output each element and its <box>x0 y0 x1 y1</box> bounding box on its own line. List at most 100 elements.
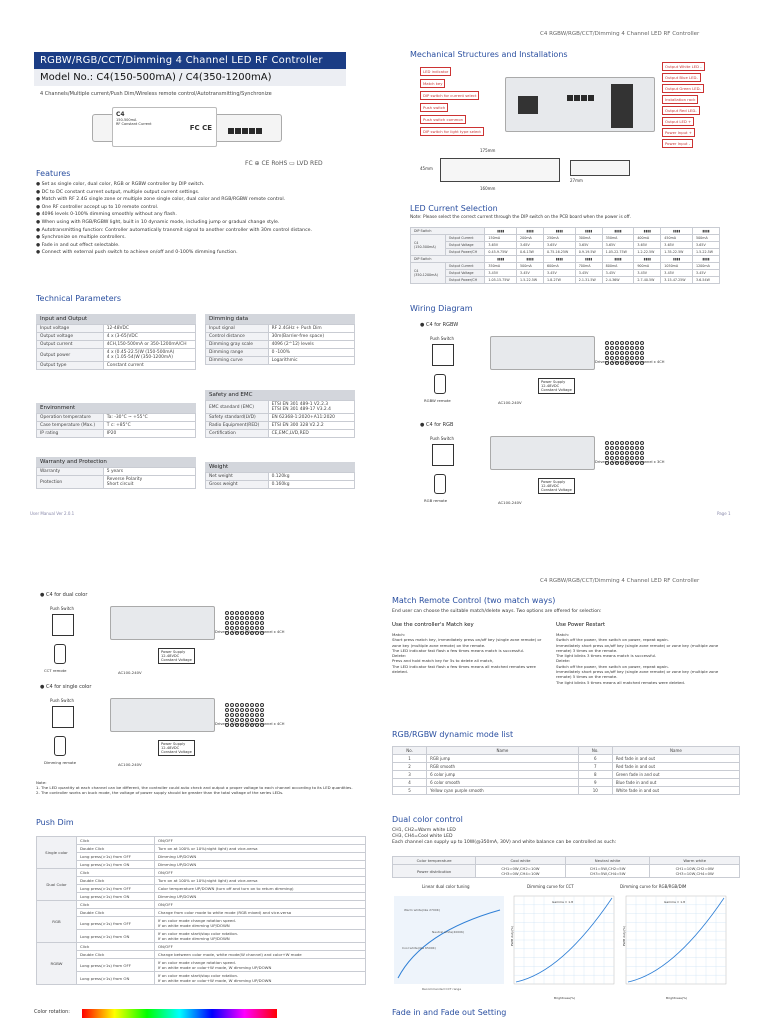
dimming-curves: Linear dual color tuning Dimming curve f… <box>392 884 740 1006</box>
power-restart-title: Use Power Restart <box>556 622 606 628</box>
column-header: Cool white <box>475 856 566 865</box>
current-cell: 3-45V <box>543 269 576 277</box>
current-cell: 0.45-9.75W <box>484 248 518 256</box>
mechanical-title: Mechanical Structures and Installations <box>410 50 568 59</box>
dip-pattern: ▮▮▮▮ <box>691 227 721 235</box>
table-cell: 6 <box>577 754 613 763</box>
power-supply-label: Power Supply 12-48VDC Constant Voltage <box>158 740 195 756</box>
current-cell: 0.9-19.5W <box>574 248 603 256</box>
wiring-title: ● C4 for RGBW <box>420 322 459 328</box>
dip-pattern: ▮▮▮▮ <box>516 255 545 263</box>
recommended-label: Recommended CCT range <box>422 987 462 991</box>
table-cell: 6 color smooth <box>426 778 579 787</box>
rgb-dimming-chart <box>625 895 727 985</box>
table-cell: 8 <box>577 770 613 779</box>
table-cell: Red fade in and out <box>611 754 741 763</box>
param-value: 4 x (3-65)VDC <box>102 332 197 341</box>
param-name: IP rating <box>36 429 104 438</box>
mech-label-left: DIP switch for light type select <box>420 127 484 136</box>
power-supply-label: Power Supply 12-48VDC Constant Voltage <box>158 648 195 664</box>
current-cell: 3-45V <box>691 269 721 277</box>
remote-icon <box>434 374 446 394</box>
current-cell: Output Power/CH <box>444 276 486 284</box>
feature-item: ● Match with RF 2.4G single zone or mult… <box>36 197 286 203</box>
current-cell: 1.8-27W <box>543 276 576 284</box>
action-cell: Double Click <box>76 876 155 885</box>
param-name: Dimming gray scale <box>205 340 269 349</box>
param-name: Output current <box>36 340 104 349</box>
mech-label-right: Output LED + <box>662 117 695 126</box>
led-row <box>225 620 335 635</box>
table-cell: Power distribution <box>391 864 477 878</box>
table-row: Case temperature (Max.)T c: +85°C <box>36 421 197 430</box>
mode-cell: RGBW <box>36 942 77 985</box>
current-cell: 900mA <box>633 262 662 270</box>
model-cell: C4 (350-1200mA) <box>410 262 446 284</box>
result-cell: Change between color mode, white mode(W … <box>154 950 366 959</box>
led-row <box>605 435 715 450</box>
remote-label: RGB remote <box>424 498 448 503</box>
current-cell: 2.4-36W <box>601 276 635 284</box>
led-current-note: Note: Please select the correct current … <box>410 215 632 220</box>
current-cell: 3-65V <box>574 241 603 249</box>
led-row <box>225 615 335 630</box>
current-cell: 1050mA <box>660 262 693 270</box>
warm-label: Warm white(like 2700K) <box>404 908 440 912</box>
gamma-label-1: Gamma = 1.8 <box>552 900 574 904</box>
mech-label-left: Push switch <box>420 103 449 112</box>
param-name: Output voltage <box>36 332 104 341</box>
current-cell: 0.6-13W <box>516 248 545 256</box>
param-value: T c: +85°C <box>102 421 197 430</box>
column-header: Name <box>426 746 579 755</box>
result-cell: ON/OFF <box>154 868 366 877</box>
current-cell: 250mA <box>543 234 576 242</box>
mech-label-right: Output Red LED- <box>662 106 700 115</box>
remote-label: RGBW remote <box>424 398 451 403</box>
current-cell: Output Current <box>444 234 486 242</box>
dip-pattern: ▮▮▮▮ <box>691 255 721 263</box>
cool-label: Cool white(like 6500K) <box>402 946 436 950</box>
table-cell: 6 color jump <box>426 770 579 779</box>
footer-page: Page 1 <box>717 511 731 516</box>
product-photo: C4 150-500mA RF Constant Current FC CE <box>92 104 282 150</box>
current-cell: 3-45V <box>633 269 662 277</box>
color-rotation-bar <box>82 1009 277 1018</box>
table-cell: 10 <box>577 786 613 795</box>
param-value: Logarithmic <box>267 356 356 365</box>
current-cell: 3-65V <box>691 241 721 249</box>
wiring-title: ● C4 for single color <box>40 684 92 690</box>
dual-color-text: CH1, CH2=Warm white LED CH3, CH4=Cool wh… <box>392 828 617 845</box>
param-value: 4096 (2^12) levels <box>267 340 356 349</box>
page-header: C4 RGBW/RGB/CCT/Dimming 4 Channel LED RF… <box>540 31 700 37</box>
wiring-title: Wiring Diagram <box>410 304 473 313</box>
action-cell: Click <box>76 900 155 909</box>
led-current-table: DIP Switch▮▮▮▮▮▮▮▮▮▮▮▮▮▮▮▮▮▮▮▮▮▮▮▮▮▮▮▮▮▮… <box>409 227 721 284</box>
led-row <box>225 600 335 615</box>
action-cell: Long press(>1s) from ON <box>76 971 155 985</box>
param-name: Output type <box>36 361 104 370</box>
led-row <box>225 707 335 722</box>
param-value: 4CH,150-500mA or 350-1200mA/CH <box>102 340 197 349</box>
param-name: Input voltage <box>36 324 104 333</box>
features-list: ● Set as single color, dual color, RGB o… <box>36 181 376 257</box>
led-current-title: LED Current Selection <box>410 204 498 213</box>
param-name: Dimming curve <box>205 356 269 365</box>
ac-label: AC100-240V <box>118 762 142 767</box>
feature-item: ● Fade in and out effect selectable. <box>36 242 120 248</box>
action-cell: Long press(>1s) from OFF <box>76 916 155 930</box>
